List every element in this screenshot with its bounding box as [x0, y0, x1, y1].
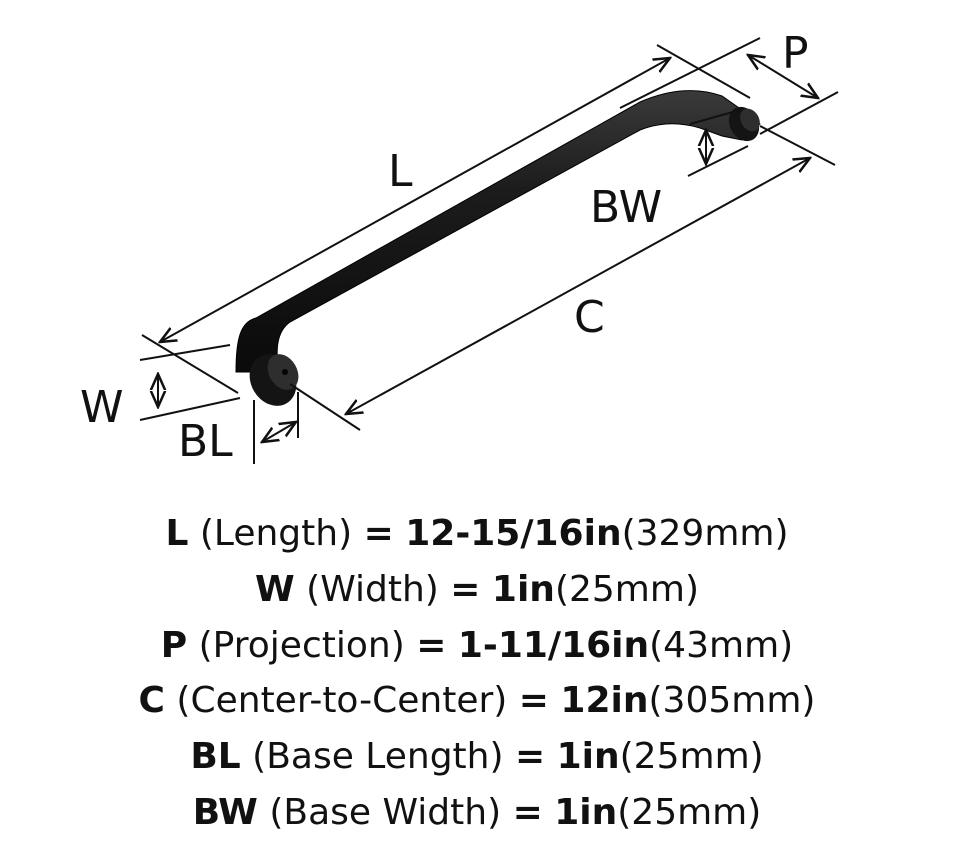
spec-name: (Base Length) — [252, 736, 504, 778]
spec-equals: = — [363, 513, 394, 554]
spec-equals: = — [514, 736, 546, 778]
spec-imperial: 1in — [554, 791, 618, 833]
right-base-face — [740, 108, 760, 132]
label-w: W — [80, 382, 124, 433]
spec-line-base-length: BL (Base Length) = 1in(25mm) — [0, 729, 954, 785]
handle-dimension-diagram: L P BW C W BL — [80, 28, 839, 467]
spec-code: BW — [192, 791, 258, 833]
spec-code: L — [165, 513, 189, 554]
spec-imperial: 1-11/16in — [457, 624, 650, 666]
c-dimension-line — [346, 158, 810, 414]
spec-code: P — [160, 624, 188, 666]
bl-dimension-line — [262, 422, 296, 442]
spec-metric: (25mm) — [619, 736, 764, 778]
spec-name: (Center-to-Center) — [176, 680, 508, 722]
c-extension-left — [289, 383, 361, 431]
cabinet-pull-handle — [235, 90, 761, 406]
p-dimension-line — [748, 55, 818, 98]
dimension-lines — [139, 37, 839, 464]
label-l: L — [388, 146, 413, 197]
p-extension-bottom — [759, 91, 839, 135]
spec-metric: (305mm) — [648, 680, 816, 722]
spec-code: C — [138, 680, 165, 722]
spec-imperial: 12in — [560, 680, 649, 722]
label-p: P — [782, 28, 809, 79]
spec-metric: (43mm) — [649, 624, 794, 666]
spec-equals: = — [416, 624, 447, 666]
spec-code: W — [254, 568, 295, 610]
spec-imperial: 1in — [491, 568, 555, 610]
spec-name: (Projection) — [198, 624, 405, 666]
bw-extension-top — [689, 109, 741, 125]
spec-metric: (25mm) — [554, 568, 699, 610]
label-c: C — [574, 292, 605, 343]
left-screw-hole — [282, 369, 288, 375]
l-extension-right — [656, 44, 751, 99]
spec-line-base-width: BW (Base Width) = 1in(25mm) — [0, 785, 954, 841]
spec-code: BL — [190, 736, 241, 778]
spec-name: (Width) — [306, 568, 439, 610]
spec-line-projection: P (Projection) = 1-11/16in(43mm) — [0, 618, 954, 674]
spec-line-width: W (Width) = 1in(25mm) — [0, 562, 954, 618]
bw-extension-bottom — [687, 145, 749, 177]
l-extension-left — [141, 334, 239, 394]
c-extension-right — [759, 125, 836, 166]
p-extension-top — [619, 37, 761, 109]
spec-metric: (25mm) — [617, 791, 762, 833]
spec-name: (Base Width) — [269, 791, 502, 833]
label-bl: BL — [178, 416, 233, 467]
spec-imperial: 1in — [556, 736, 620, 778]
spec-name: (Length) — [199, 513, 353, 554]
label-bw: BW — [590, 182, 662, 233]
spec-line-length: L (Length) = 12-15/16in(329mm) — [0, 506, 954, 562]
spec-equals: = — [518, 680, 549, 722]
spec-equals: = — [512, 791, 543, 833]
specifications-list: L (Length) = 12-15/16in(329mm) W (Width)… — [0, 506, 954, 841]
spec-equals: = — [450, 568, 481, 610]
spec-imperial: 12-15/16in — [405, 513, 622, 554]
w-extension-bottom — [139, 397, 241, 421]
spec-metric: (329mm) — [621, 513, 789, 554]
w-extension-top — [139, 344, 231, 361]
spec-line-center-to-center: C (Center-to-Center) = 12in(305mm) — [0, 673, 954, 729]
